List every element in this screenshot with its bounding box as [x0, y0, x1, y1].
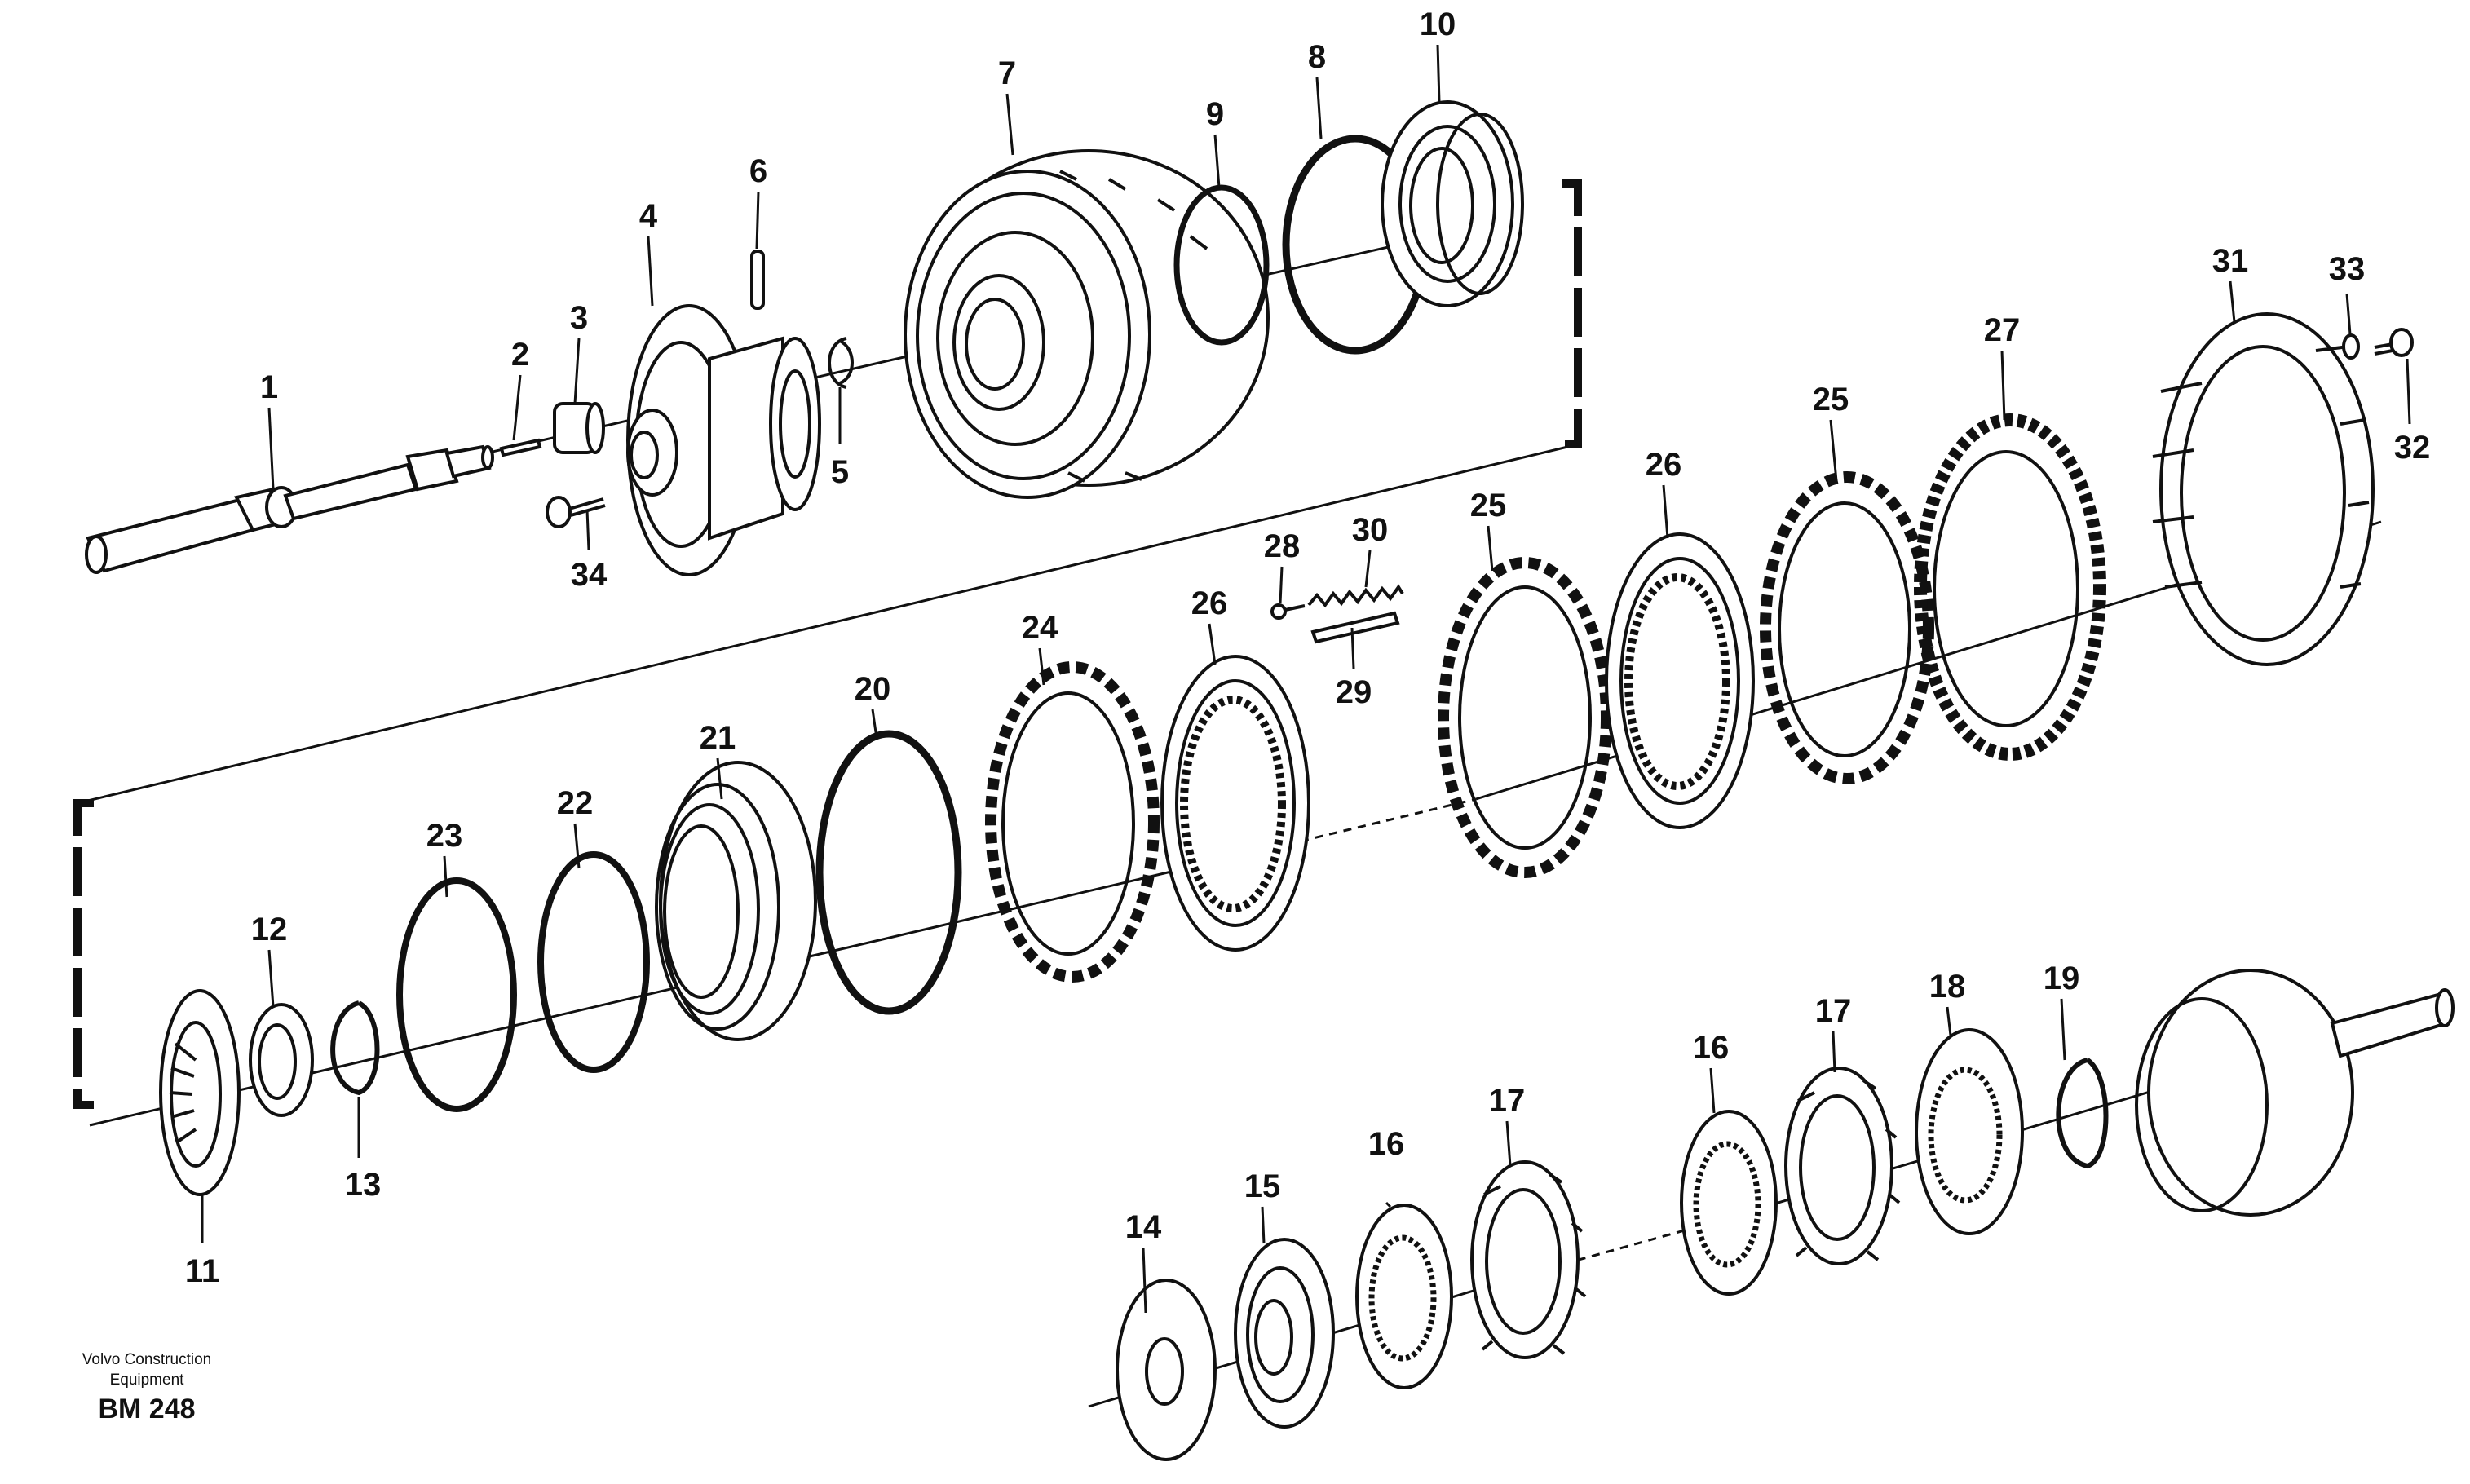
callout-7: 7: [998, 55, 1016, 91]
part-7-clutch-drum: [904, 149, 1270, 499]
callout-29: 29: [1336, 674, 1372, 710]
part-29-pin: [1310, 611, 1400, 644]
part-9-o-ring: [1173, 184, 1270, 346]
part-6-pin: [750, 250, 765, 310]
part-4-carrier: [626, 304, 821, 576]
part-32-bolt: [2374, 328, 2414, 357]
part-21-piston: [655, 761, 817, 1041]
callout-14: 14: [1125, 1209, 1162, 1245]
part-34-bolt: [546, 496, 606, 528]
callout-16a: 16: [1368, 1126, 1405, 1162]
callout-17b: 17: [1815, 993, 1852, 1029]
bottom-assembly: [1088, 969, 2455, 1461]
company-name-line1: Volvo Construction: [82, 1351, 212, 1368]
callout-12: 12: [251, 912, 288, 947]
connector-line: [77, 443, 1579, 805]
part-17-plate-a: [1470, 1160, 1587, 1359]
part-11-disc-spring: [159, 989, 241, 1196]
callout-25b: 25: [1813, 382, 1849, 417]
callout-8: 8: [1308, 39, 1326, 75]
part-24-outer-toothed-disc: [985, 661, 1160, 983]
part-16-friction-disc-b: [1680, 1110, 1778, 1296]
middle-bracket: [73, 799, 94, 1109]
part-18-bearing: [1915, 1028, 2024, 1235]
callout-3: 3: [570, 300, 588, 336]
part-20-seal: [815, 730, 962, 1015]
callout-24: 24: [1022, 610, 1058, 646]
middle-assembly: [73, 312, 2414, 1196]
callout-28: 28: [1264, 528, 1301, 564]
bottom-axis-dashed: [1549, 1226, 1697, 1270]
callout-13: 13: [345, 1167, 382, 1203]
leader-lines: [201, 44, 2411, 1314]
callout-17a: 17: [1489, 1083, 1526, 1119]
callout-4: 4: [639, 198, 658, 234]
callout-23: 23: [426, 818, 463, 854]
part-10-piston: [1381, 100, 1524, 307]
part-13-snap-ring: [330, 1000, 380, 1096]
callout-19: 19: [2044, 961, 2080, 996]
part-1-input-shaft: [85, 444, 494, 574]
output-hub: [2135, 969, 2455, 1217]
callout-32: 32: [2394, 430, 2431, 466]
callout-31: 31: [2212, 243, 2249, 279]
part-25-outer-toothed-disc-a: [1438, 557, 1612, 878]
company-name-line2: Equipment: [109, 1371, 184, 1389]
part-22-ring: [537, 851, 650, 1073]
part-28-ball: [1270, 603, 1306, 620]
part-26-friction-disc-b: [1605, 532, 1755, 829]
callout-18: 18: [1929, 969, 1966, 1005]
top-bracket: [1562, 179, 1582, 448]
callout-9: 9: [1206, 96, 1224, 132]
part-15-bearing: [1234, 1238, 1335, 1429]
part-25-outer-toothed-disc-b: [1760, 471, 1934, 784]
part-26-friction-disc-a: [1160, 655, 1310, 952]
callout-22: 22: [557, 785, 594, 821]
part-16-friction-disc-a: [1355, 1204, 1453, 1389]
part-19-snap-ring: [2056, 1058, 2109, 1169]
part-17-plate-b: [1784, 1067, 1901, 1265]
footer-caption: Volvo Construction Equipment BM 248: [49, 1349, 245, 1425]
callout-10: 10: [1420, 7, 1456, 42]
part-14-washer: [1116, 1279, 1217, 1461]
part-33-washer: [2342, 333, 2360, 360]
callout-2: 2: [511, 337, 529, 373]
top-assembly: [77, 100, 1582, 805]
callout-30: 30: [1352, 512, 1389, 548]
callout-16b: 16: [1693, 1030, 1730, 1066]
callout-11: 11: [185, 1253, 219, 1289]
part-5-snap-ring: [828, 337, 854, 389]
callout-6: 6: [749, 153, 767, 189]
callout-1: 1: [260, 369, 278, 405]
part-12-bearing: [249, 1003, 314, 1117]
callout-labels: 1 2 3 4 5 6 7 8 9 10 11 12 13 14 15 16 1…: [185, 7, 2430, 1289]
callout-5: 5: [831, 454, 849, 490]
part-2-pin: [499, 438, 542, 457]
part-31-clutch-hub: [2152, 312, 2375, 666]
callout-25a: 25: [1470, 488, 1507, 523]
part-27-end-plate: [1914, 413, 2106, 761]
callout-27: 27: [1984, 312, 2021, 348]
callout-26a: 26: [1191, 585, 1228, 621]
diagram-code: BM 248: [98, 1393, 196, 1424]
callout-15: 15: [1244, 1168, 1281, 1204]
callout-34: 34: [571, 557, 608, 593]
callout-21: 21: [700, 720, 736, 756]
callout-33: 33: [2329, 251, 2366, 287]
callout-26b: 26: [1646, 447, 1682, 483]
part-23-ring: [396, 877, 517, 1112]
part-3-gear: [553, 402, 605, 454]
part-30-spring: [1307, 584, 1404, 608]
callout-20: 20: [855, 671, 891, 707]
